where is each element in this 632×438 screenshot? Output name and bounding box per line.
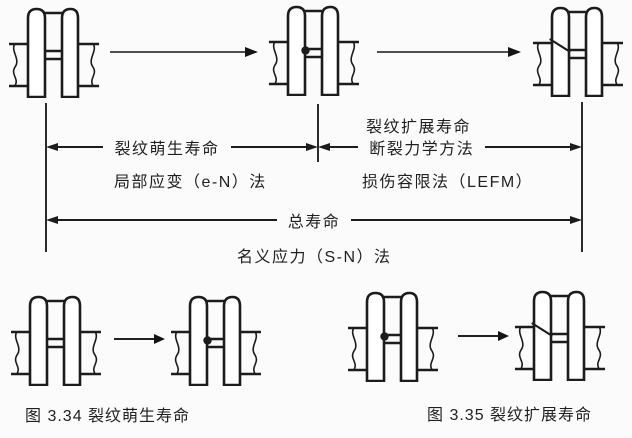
dimension-fracture-mechanics: 断裂力学方法 <box>318 137 582 158</box>
arrowhead-right-icon <box>570 143 582 151</box>
crack-initiation-life-label: 裂纹萌生寿命 <box>114 141 220 158</box>
fracture-mechanics-method-label: 断裂力学方法 <box>369 141 475 158</box>
fig335-crank-before <box>347 290 439 382</box>
nominal-stress-method-label: 名义应力（S-N）法 <box>237 249 392 266</box>
arrowhead-left-icon <box>318 143 330 151</box>
dimension-crack-initiation-life: 裂纹萌生寿命 <box>46 137 318 158</box>
crankshaft-intact-symbol <box>8 6 100 98</box>
fig335-arrow <box>458 335 507 337</box>
crankshaft-crack-propagated-symbol <box>532 5 624 97</box>
crack-initiation-dot <box>301 46 310 55</box>
leader-line-middle <box>317 104 319 162</box>
stage-arrow-1 <box>110 51 256 53</box>
crack-line <box>531 322 553 337</box>
fig335-crank-after <box>514 289 606 381</box>
total-life-label: 总寿命 <box>287 214 341 231</box>
arrowhead-left-icon <box>46 143 58 151</box>
crack-line <box>549 38 571 53</box>
fig334-arrow <box>114 338 163 340</box>
fig335-caption: 图 3.35 裂纹扩展寿命 <box>427 407 593 424</box>
leader-line-left <box>45 103 47 252</box>
arrowhead-left-icon <box>46 216 58 224</box>
damage-tolerance-method-label: 损伤容限法（LEFM） <box>362 174 534 191</box>
fig334-crank-after <box>170 294 262 386</box>
arrowhead-right-icon <box>306 143 318 151</box>
fig334-caption: 图 3.34 裂纹萌生寿命 <box>25 408 191 425</box>
dimension-total-life: 总寿命 <box>46 210 583 231</box>
crack-initiation-dot <box>203 336 212 345</box>
leader-line-right <box>581 102 583 252</box>
crack-initiation-dot <box>380 332 389 341</box>
stage-arrow-2 <box>377 51 519 53</box>
crack-propagation-life-label: 裂纹扩展寿命 <box>366 119 472 136</box>
crankshaft-crack-initiated-symbol <box>268 4 360 96</box>
fig334-crank-before <box>10 294 102 386</box>
arrowhead-right-icon <box>570 216 583 224</box>
local-strain-method-label: 局部应变（e-N）法 <box>114 174 267 191</box>
